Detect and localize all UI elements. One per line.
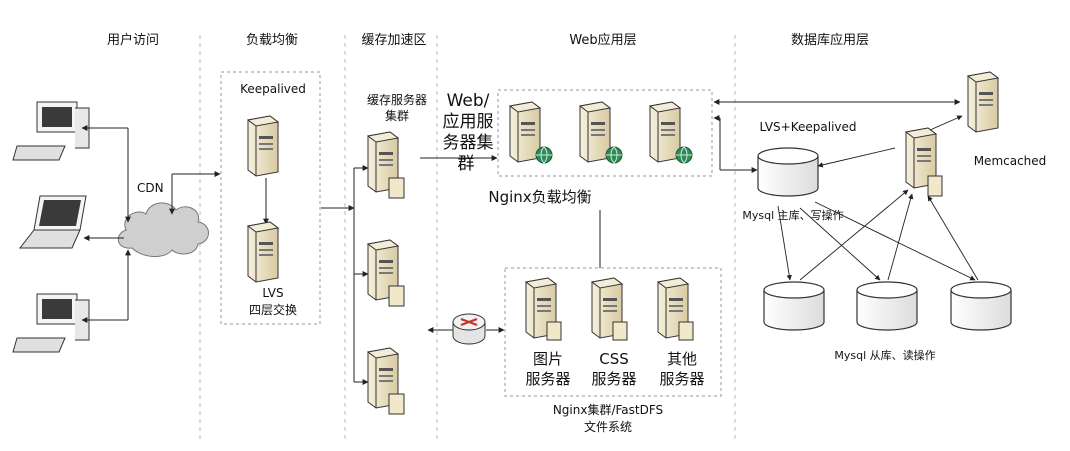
- cache-cluster-label-2: 集群: [385, 108, 409, 123]
- server-icon: [247, 221, 279, 283]
- server-icon: [649, 101, 681, 163]
- image-server-label-2: 服务器: [525, 370, 570, 388]
- server-icon: [509, 101, 541, 163]
- image-server-label: 图片: [533, 350, 563, 368]
- laptop-icon: [18, 195, 87, 249]
- database-cylinder-icon: [950, 281, 1012, 331]
- server-block: [612, 321, 628, 341]
- cache-block: [388, 393, 405, 415]
- server-block: [927, 175, 943, 197]
- nginx-fastdfs-label-2: 文件系统: [584, 419, 632, 434]
- database-cylinder-icon: [856, 281, 918, 331]
- user-connectors: [81, 125, 221, 323]
- web-cluster-label: Web/: [447, 91, 490, 111]
- web-cluster-label-4: 群: [458, 154, 475, 174]
- header-load-balance: 负载均衡: [246, 33, 298, 48]
- cache-server-3: [367, 347, 405, 415]
- database-cylinder-icon: [763, 281, 825, 331]
- lvs-sub-label: 四层交换: [249, 302, 297, 317]
- other-server-label: 其他: [667, 350, 697, 368]
- web-server-1: [509, 101, 553, 164]
- cache-block: [388, 177, 405, 199]
- desktop-computer-icon: [12, 293, 90, 353]
- css-server-label-2: 服务器: [591, 370, 636, 388]
- header-web-layer: Web应用层: [569, 32, 636, 48]
- lvs-keepalived-label: LVS+Keepalived: [759, 120, 856, 134]
- web-server-2: [579, 101, 623, 164]
- memcached-label: Memcached: [974, 154, 1047, 168]
- router-icon: [452, 313, 486, 345]
- db-lvs-server: [905, 127, 943, 197]
- web-to-db-connector: [713, 115, 758, 173]
- keepalived-label: Keepalived: [240, 82, 306, 96]
- cache-server-2: [367, 239, 405, 307]
- mysql-master-label: Mysql 主库、写操作: [742, 208, 843, 222]
- server-icon: [967, 71, 999, 133]
- other-server-label-2: 服务器: [659, 370, 704, 388]
- nginx-lb-label: Nginx负载均衡: [488, 188, 591, 206]
- file-cluster-group-box: [504, 267, 722, 397]
- web-server-3: [649, 101, 693, 164]
- server-block: [546, 321, 562, 341]
- header-user-access: 用户访问: [107, 32, 159, 48]
- replication-lines: [777, 115, 979, 281]
- server-block: [678, 321, 694, 341]
- cache-cluster-label: 缓存服务器: [367, 92, 427, 107]
- header-db-layer: 数据库应用层: [791, 32, 869, 48]
- image-server: [525, 277, 562, 341]
- server-icon: [579, 101, 611, 163]
- web-cluster-label-2: 应用服: [443, 112, 494, 132]
- web-cluster-label-3: 务器集: [443, 133, 494, 153]
- css-server-label: CSS: [599, 350, 629, 368]
- css-server: [591, 277, 628, 341]
- cdn-label: CDN: [137, 181, 164, 195]
- load-balance-group-box: [220, 71, 321, 325]
- database-cylinder-icon: [757, 147, 819, 197]
- cache-bracket: [353, 165, 369, 385]
- lvs-label: LVS: [262, 286, 283, 300]
- desktop-computer-icon: [12, 101, 90, 161]
- server-icon: [247, 115, 279, 177]
- cache-server-1: [367, 131, 405, 199]
- other-server: [657, 277, 694, 341]
- header-cache-zone: 缓存加速区: [361, 33, 426, 48]
- nginx-fastdfs-label: Nginx集群/FastDFS: [553, 402, 663, 417]
- mysql-slave-label: Mysql 从库、读操作: [834, 348, 935, 362]
- cache-block: [388, 285, 405, 307]
- cloud-icon: [117, 202, 209, 257]
